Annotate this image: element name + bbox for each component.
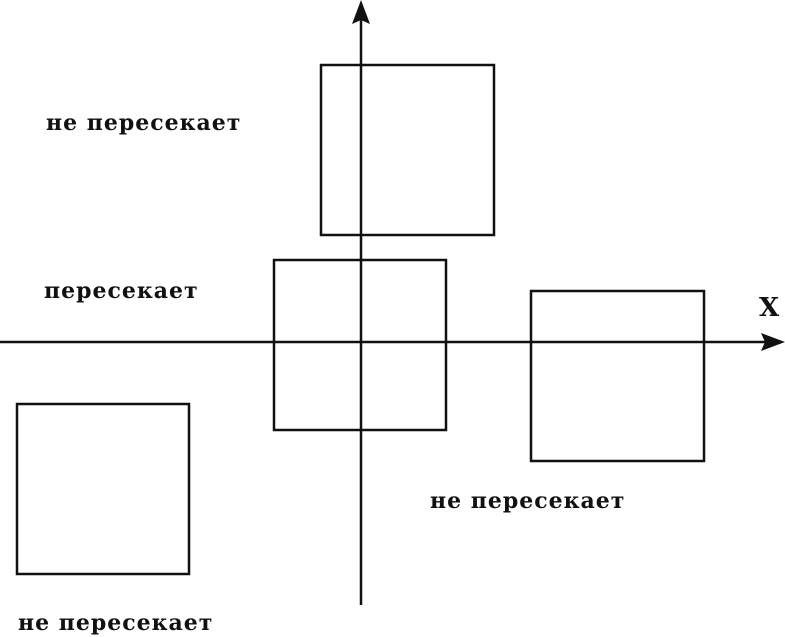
x-axis-arrow-icon [761,333,785,351]
right-square [529,289,706,463]
x-axis-label: X [759,293,780,323]
center-square [272,258,448,432]
y-axis-arrow-icon [352,0,370,24]
bottom-left-square [15,402,191,576]
top-square-label: не пересекает [46,110,241,136]
center-square-label: пересекает [44,278,199,304]
right-square-label: не пересекает [430,488,625,514]
top-square [319,63,496,237]
bottom-left-square-label: не пересекает [18,610,213,636]
